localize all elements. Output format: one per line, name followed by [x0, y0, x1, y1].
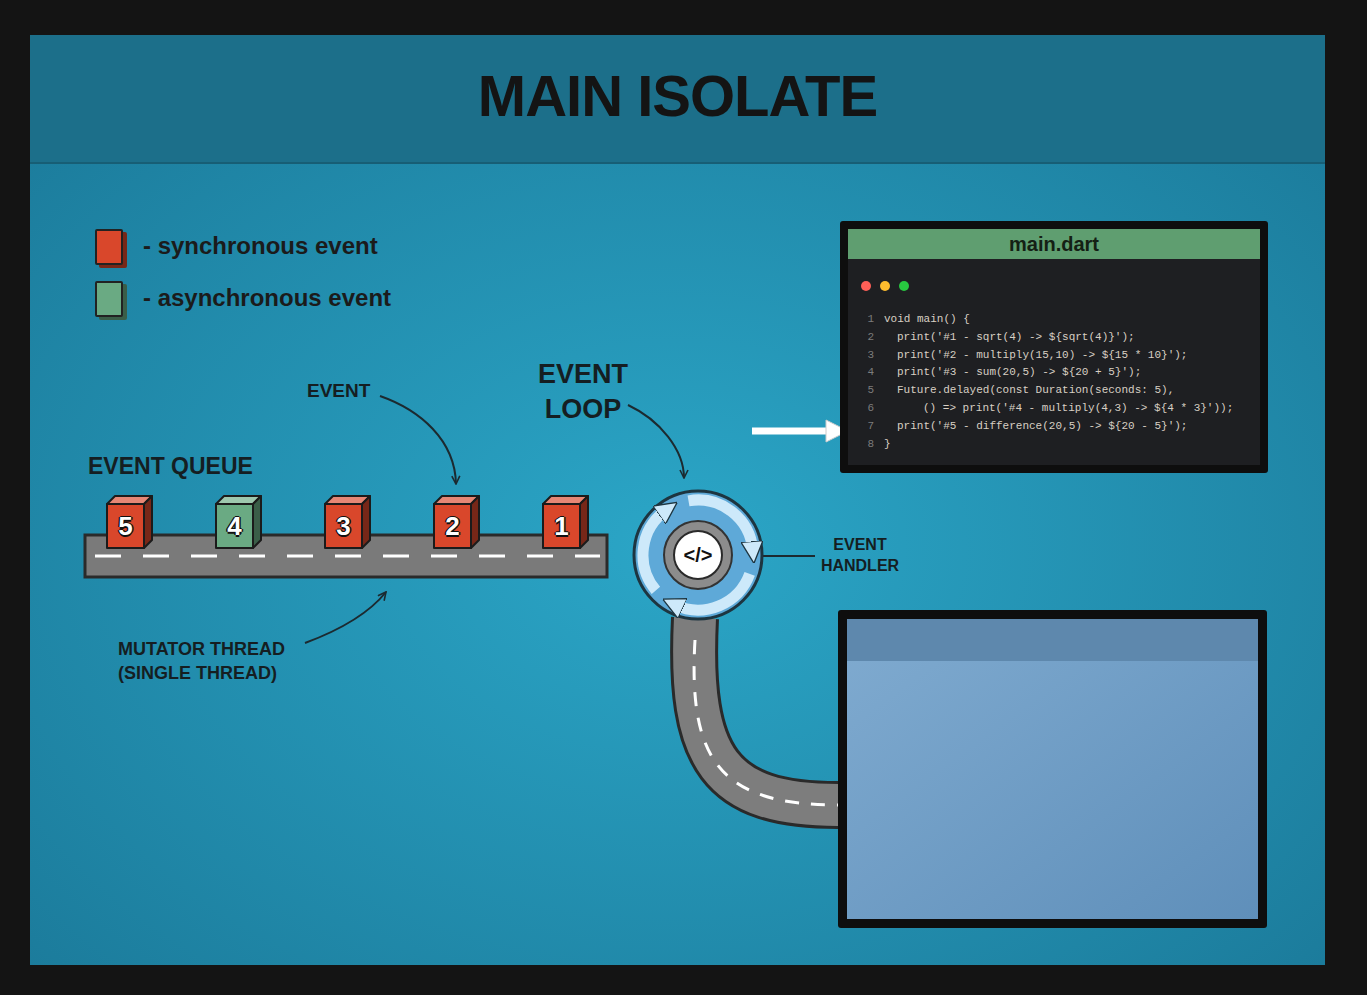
output-window-body — [847, 619, 1258, 919]
output-window-header — [847, 619, 1258, 661]
block-face-text: 4 — [216, 504, 253, 548]
line-number: 4 — [850, 365, 874, 379]
line-number: 6 — [850, 401, 874, 415]
line-number: 8 — [850, 437, 874, 451]
file-name: main.dart — [1009, 233, 1099, 256]
window-dot — [899, 281, 909, 291]
event-number: 5 — [118, 511, 132, 542]
callout-label: EVENT — [307, 380, 370, 403]
line-number: 3 — [850, 348, 874, 362]
leader-arrow — [305, 592, 386, 643]
code-window: main.dart 1 void main() { 2 print('#1 - sqrt… — [840, 221, 1268, 473]
event-block: 4 — [215, 494, 263, 550]
line-number: 7 — [850, 419, 874, 433]
callout-label: EVENT LOOP — [528, 357, 638, 427]
event-block: 1 — [542, 494, 590, 550]
road-marking — [95, 555, 600, 558]
road-marking — [694, 640, 838, 805]
output-road — [694, 618, 838, 805]
event-block: 5 — [106, 494, 154, 550]
event-number: 1 — [554, 511, 568, 542]
code-line: } — [884, 437, 891, 451]
block-face — [580, 496, 588, 548]
legend-swatch — [95, 229, 123, 265]
block-face — [325, 504, 362, 548]
line-number: 5 — [850, 383, 874, 397]
window-dot — [880, 281, 890, 291]
leader-arrow — [380, 396, 456, 484]
event-handler-circle: </> — [673, 530, 723, 580]
band-edge — [30, 162, 1325, 164]
event-number: 4 — [227, 511, 241, 542]
event-block: 3 — [324, 494, 372, 550]
code-window-header: main.dart — [848, 229, 1260, 259]
block-face — [543, 504, 580, 548]
code-line: print('#3 - sum(20,5) -> ${20 + 5}'); — [897, 365, 1141, 379]
code-line: print('#5 - difference(20,5) -> ${20 - 5… — [897, 419, 1187, 433]
callout-label: EVENT QUEUE — [88, 453, 253, 481]
block-face — [362, 496, 370, 548]
title-band — [30, 35, 1325, 163]
event-block: 2 — [433, 494, 481, 550]
code-symbol: </> — [684, 544, 713, 567]
event-number: 3 — [336, 511, 350, 542]
callout-label: EVENT HANDLER — [812, 535, 908, 577]
event-number: 2 — [445, 511, 459, 542]
block-face-text: 3 — [325, 504, 362, 548]
title: MAIN ISOLATE — [30, 62, 1325, 129]
slide-ground — [30, 35, 1325, 965]
block-face-text: 5 — [107, 504, 144, 548]
output-window — [838, 610, 1267, 928]
code-line: () => print('#4 - multiply(4,3) -> ${4 *… — [923, 401, 1233, 415]
block-face-text: 1 — [543, 504, 580, 548]
code-line: print('#2 - multiply(15,10) -> ${15 * 10… — [897, 348, 1187, 362]
legend-swatch — [95, 281, 123, 317]
block-face — [253, 496, 261, 548]
code-line: Future.delayed(const Duration(seconds: 5… — [897, 383, 1174, 397]
block-face-text: 2 — [434, 504, 471, 548]
loop-arrow — [643, 510, 666, 590]
handler-ring — [664, 521, 732, 589]
output-road — [694, 618, 838, 805]
pointer-arrow — [752, 428, 828, 435]
window-dot — [861, 281, 871, 291]
block-face — [216, 504, 253, 548]
legend-text: - synchronous event — [143, 232, 378, 260]
code-line: print('#1 - sqrt(4) -> ${sqrt(4)}'); — [897, 330, 1135, 344]
block-face — [471, 496, 479, 548]
legend-text: - asynchronous event — [143, 284, 391, 312]
block-face — [434, 504, 471, 548]
event-loop-ring — [634, 491, 762, 619]
line-number: 1 — [850, 312, 874, 326]
leader-arrow — [628, 405, 684, 478]
block-face — [144, 496, 152, 548]
code-window-body — [848, 259, 1260, 465]
block-face — [107, 504, 144, 548]
callout-label: MUTATOR THREAD (SINGLE THREAD) — [118, 637, 303, 686]
line-number: 2 — [850, 330, 874, 344]
code-line: void main() { — [884, 312, 970, 326]
